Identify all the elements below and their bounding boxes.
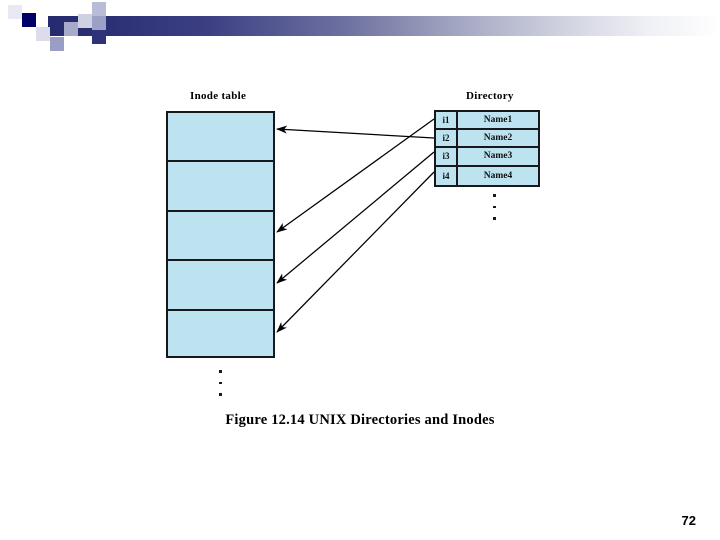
square-navy-2 — [92, 30, 106, 44]
directory-table-title: Directory — [466, 90, 514, 102]
directory-inode-number: i3 — [436, 148, 458, 165]
inode-table-row[interactable] — [168, 113, 273, 163]
ellipsis-dot — [493, 217, 496, 220]
link-i4-to-inode5 — [276, 171, 435, 333]
inode-table-title: Inode table — [190, 90, 247, 102]
figure-caption: Figure 12.14 UNIX Directories and Inodes — [225, 412, 495, 428]
page-number: 72 — [681, 513, 696, 528]
directory-table-row[interactable]: i1 Name1 — [436, 112, 538, 131]
directory-inode-number: i4 — [436, 166, 458, 185]
inode-table-row[interactable] — [168, 311, 273, 360]
ellipsis-dot — [219, 370, 222, 373]
directory-file-name: Name2 — [483, 133, 513, 144]
banner-gradient-bar — [48, 16, 720, 36]
square-light-2 — [92, 2, 106, 16]
directory-file-name: Name3 — [483, 151, 513, 162]
square-mid-3 — [92, 16, 106, 30]
link-i1-to-inode3 — [276, 118, 435, 233]
square-pale-2 — [36, 27, 50, 41]
inode-table-row[interactable] — [168, 212, 273, 262]
inode-table-ellipsis — [219, 370, 222, 405]
link-i2-to-inode1 — [276, 125, 435, 139]
slide-banner — [0, 0, 720, 60]
directory-table-row[interactable]: i4 Name4 — [436, 166, 538, 185]
directory-table-row[interactable]: i2 Name2 — [436, 130, 538, 149]
directory-table[interactable]: i1 Name1 i2 Name2 i3 Name3 i4 Name4 — [434, 110, 540, 187]
inode-table-row[interactable] — [168, 261, 273, 311]
ellipsis-dot — [493, 205, 496, 208]
directory-file-name: Name4 — [483, 170, 513, 181]
directory-inode-number: i1 — [436, 112, 458, 129]
square-mid-1 — [50, 37, 64, 51]
directory-file-name: Name1 — [483, 115, 513, 126]
square-light-1 — [78, 14, 92, 28]
ellipsis-dot — [493, 194, 496, 197]
ellipsis-dot — [219, 381, 222, 384]
square-dark-navy — [22, 13, 36, 27]
inode-table[interactable] — [166, 111, 275, 358]
link-i3-to-inode4 — [276, 151, 435, 284]
inode-table-row[interactable] — [168, 162, 273, 212]
square-mid-2 — [64, 22, 78, 36]
directory-table-ellipsis — [493, 194, 496, 229]
directory-table-row[interactable]: i3 Name3 — [436, 148, 538, 167]
directory-inode-number: i2 — [436, 130, 458, 147]
square-pale-1 — [8, 5, 22, 19]
ellipsis-dot — [219, 393, 222, 396]
